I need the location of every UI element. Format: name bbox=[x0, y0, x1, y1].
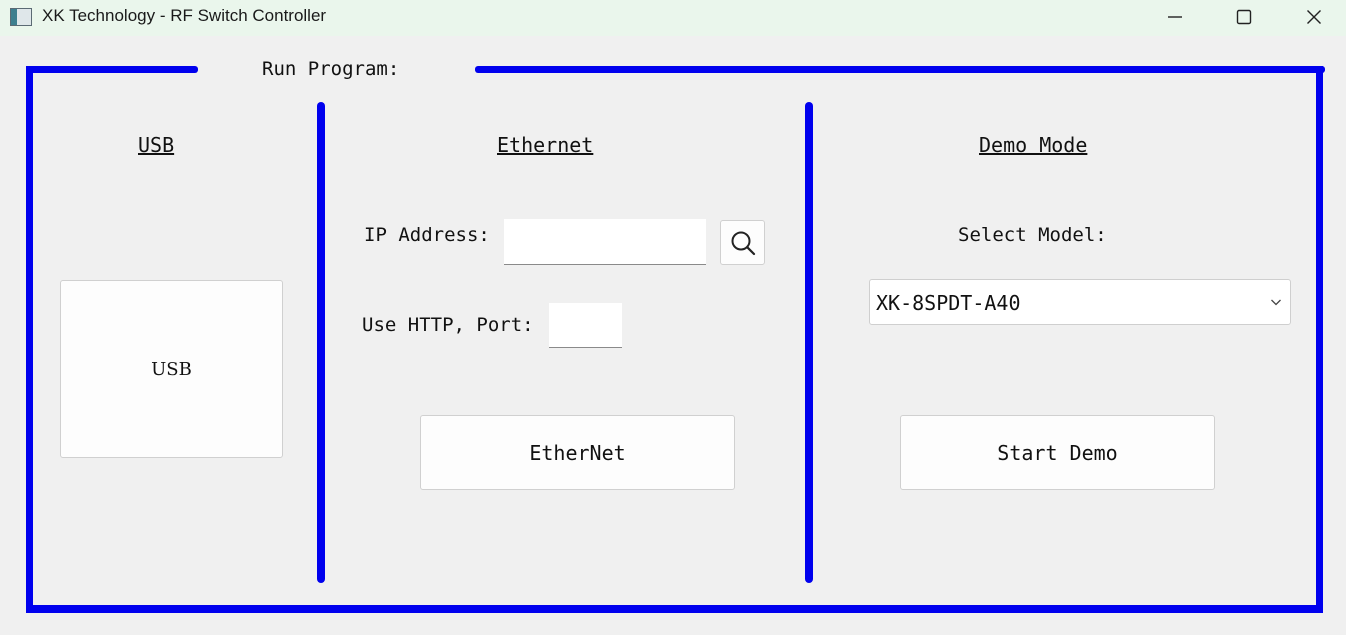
title-bar: XK Technology - RF Switch Controller bbox=[0, 0, 1346, 36]
group-title: Run Program: bbox=[262, 58, 400, 80]
usb-button-label: USB bbox=[151, 358, 192, 380]
close-icon bbox=[1307, 10, 1321, 24]
minimize-icon bbox=[1168, 16, 1182, 18]
demo-heading: Demo Mode bbox=[979, 133, 1088, 157]
frame-border-left bbox=[26, 66, 33, 613]
ethernet-heading: Ethernet bbox=[497, 133, 594, 157]
section-divider-ethernet-demo bbox=[805, 102, 813, 583]
minimize-button[interactable] bbox=[1140, 0, 1210, 34]
usb-heading: USB bbox=[138, 133, 175, 157]
search-ip-button[interactable] bbox=[720, 220, 765, 265]
select-model-label: Select Model: bbox=[958, 224, 1107, 246]
start-demo-button-label: Start Demo bbox=[997, 440, 1118, 465]
frame-border-right bbox=[1316, 66, 1323, 613]
ip-address-label: IP Address: bbox=[364, 224, 490, 246]
start-demo-button[interactable]: Start Demo bbox=[900, 415, 1215, 490]
app-icon bbox=[10, 8, 32, 26]
chevron-down-icon bbox=[1271, 299, 1281, 306]
frame-border-bottom bbox=[26, 605, 1323, 613]
frame-border-top-right bbox=[475, 66, 1325, 73]
section-divider-usb-ethernet bbox=[317, 102, 325, 583]
model-select-value: XK-8SPDT-A40 bbox=[876, 291, 1021, 315]
ethernet-button-label: EtherNet bbox=[529, 440, 626, 465]
search-icon bbox=[731, 231, 755, 255]
ip-address-input[interactable] bbox=[504, 219, 706, 265]
port-label: Use HTTP, Port: bbox=[362, 314, 534, 336]
ethernet-button[interactable]: EtherNet bbox=[420, 415, 735, 490]
frame-border-top-left bbox=[26, 66, 198, 73]
close-button[interactable] bbox=[1279, 0, 1346, 34]
usb-button[interactable]: USB bbox=[60, 280, 283, 458]
maximize-icon bbox=[1236, 9, 1252, 25]
maximize-button[interactable] bbox=[1209, 0, 1279, 34]
model-select[interactable]: XK-8SPDT-A40 bbox=[869, 279, 1291, 325]
window-title: XK Technology - RF Switch Controller bbox=[42, 6, 327, 25]
port-input[interactable] bbox=[549, 303, 622, 348]
